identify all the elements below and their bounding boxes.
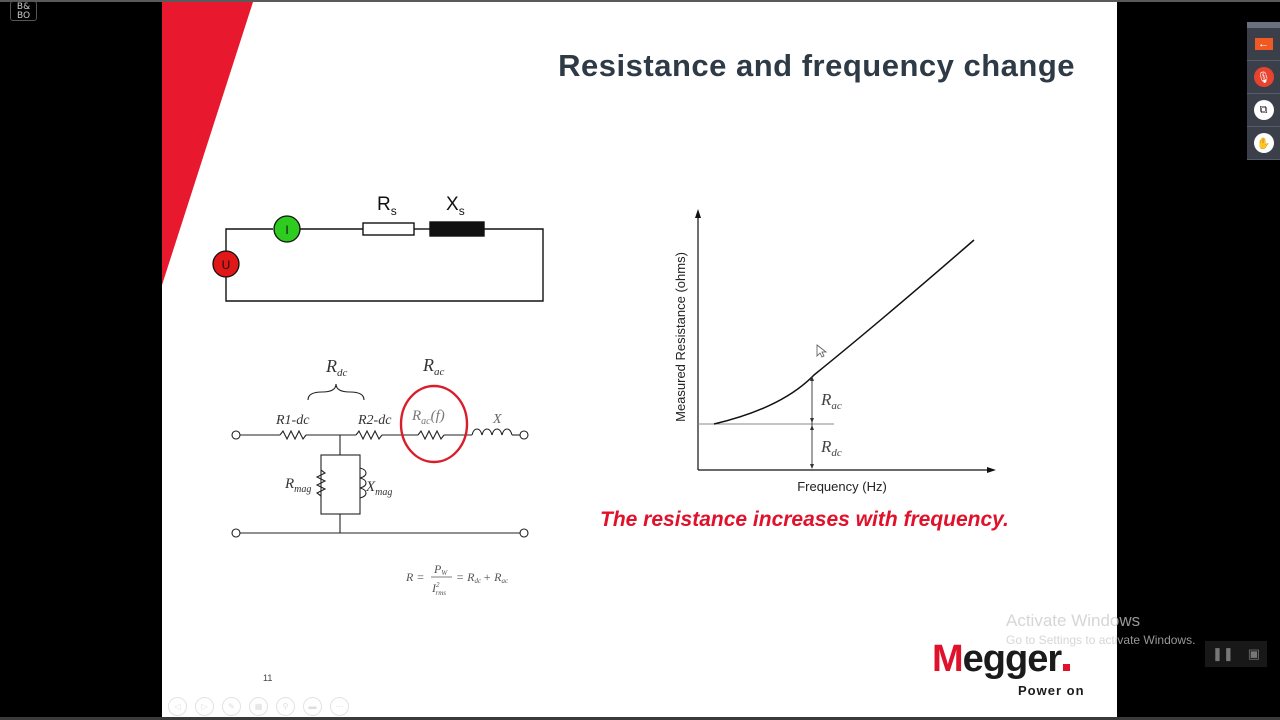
video-controls: ❚❚ ▣ (1205, 641, 1267, 667)
window-top-border (0, 0, 1280, 2)
svg-text:I: I (285, 223, 288, 237)
picture-in-picture-icon[interactable]: ▣ (1247, 646, 1261, 661)
rs-label: Rs (377, 194, 397, 218)
copy-window-icon: ⧉ (1253, 100, 1274, 120)
red-accent-wedge (162, 2, 253, 285)
pause-icon[interactable]: ❚❚ (1211, 646, 1234, 661)
chart-y-axis-label: Measured Resistance (ohms) (673, 252, 688, 422)
voltage-source-icon: U (212, 250, 240, 278)
resistance-frequency-chart: Rac Rdc Frequency (Hz) Measured Resistan… (673, 209, 996, 494)
meeting-side-toolbar: ← 🎙 ⧉ ✋ (1247, 22, 1280, 160)
subtitles-button[interactable]: ▬ (303, 697, 322, 716)
x-label: X (492, 412, 502, 427)
svg-text:PW: PW (433, 562, 448, 577)
simple-circuit-diagram (225, 221, 544, 302)
r1-dc-label: R1-dc (275, 413, 310, 428)
svg-text:U: U (222, 258, 231, 272)
r2-dc-label: R2-dc (357, 413, 392, 428)
chart-x-axis-label: Frequency (Hz) (797, 479, 887, 494)
megger-logo: Megger Power on (932, 638, 1085, 698)
back-button[interactable]: ← (1247, 28, 1280, 61)
resistance-curve (713, 239, 975, 425)
copy-window-button[interactable]: ⧉ (1247, 94, 1280, 127)
previous-slide-button[interactable]: ◁ (168, 697, 187, 716)
xs-label: Xs (446, 194, 465, 218)
chart-rdc-annotation: Rdc (820, 437, 842, 459)
raise-hand-icon: ✋ (1253, 133, 1274, 153)
chart-rac-annotation: Rac (820, 390, 842, 412)
window-bottom-border (0, 717, 1280, 720)
equivalent-circuit-diagram (231, 383, 529, 538)
rdc-label: Rdc (325, 356, 348, 379)
next-slide-button[interactable]: ▷ (195, 697, 214, 716)
slide-title: Resistance and frequency change (558, 48, 1075, 83)
rac-highlight-circle (399, 384, 469, 464)
xmag-label: Xmag (365, 479, 392, 498)
zoom-button[interactable]: ⚲ (276, 697, 295, 716)
presentation-slide: Resistance and frequency change I U Rs X… (162, 2, 1117, 717)
svg-text:= Rdc+ Rac: = Rdc+ Rac (456, 570, 509, 585)
logo-tagline: Power on (1018, 683, 1085, 698)
svg-text:R =: R = (405, 570, 424, 584)
slide-caption: The resistance increases with frequency. (600, 508, 1009, 531)
more-options-button[interactable]: ⋯ (330, 697, 349, 716)
slideshow-nav-toolbar: ◁ ▷ ✎ ▦ ⚲ ▬ ⋯ (168, 697, 349, 716)
raise-hand-button[interactable]: ✋ (1247, 127, 1280, 160)
see-all-slides-button[interactable]: ▦ (249, 697, 268, 716)
page-number: 11 (263, 673, 273, 683)
microphone-button[interactable]: 🎙 (1247, 61, 1280, 94)
ammeter-icon: I (273, 215, 301, 243)
back-arrow-icon: ← (1254, 38, 1273, 50)
mouse-cursor-icon (816, 344, 828, 358)
rac-f-label: Rac(f) (411, 408, 445, 427)
activate-windows-watermark: Activate Windows Go to Settings to activ… (1006, 611, 1196, 647)
rac-label: Rac (422, 355, 445, 378)
rmag-label: Rmag (284, 476, 311, 495)
pen-tool-button[interactable]: ✎ (222, 697, 241, 716)
microphone-icon: 🎙 (1253, 67, 1274, 87)
app-logo-icon[interactable]: B&BO (10, 1, 37, 21)
slide-graphics: I U Rs Xs (212, 194, 996, 597)
